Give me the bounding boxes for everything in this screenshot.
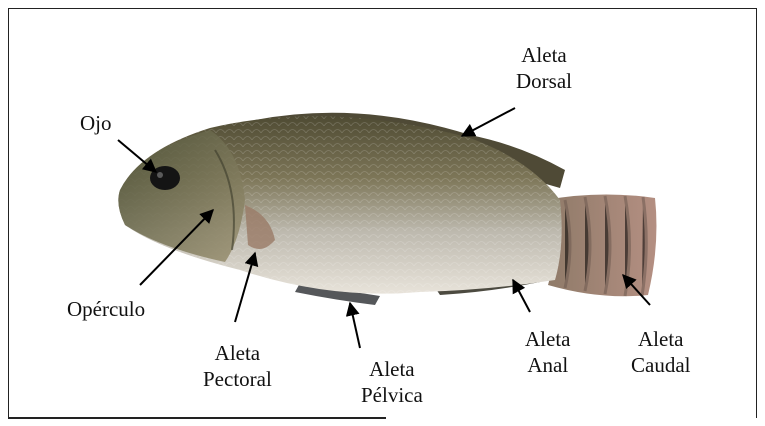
label-aleta-pelvica: Aleta Pélvica [361,356,423,408]
arrow-aleta-pelvica [350,303,360,348]
label-ojo: Ojo [80,110,112,136]
caudal-fin [545,194,656,296]
label-aleta-anal: Aleta Anal [525,326,570,378]
label-aleta-caudal: Aleta Caudal [631,326,690,378]
label-operculo: Opérculo [67,296,145,322]
label-aleta-pectoral: Aleta Pectoral [203,340,272,392]
label-aleta-dorsal: Aleta Dorsal [516,42,572,94]
arrow-aleta-dorsal [462,108,515,136]
